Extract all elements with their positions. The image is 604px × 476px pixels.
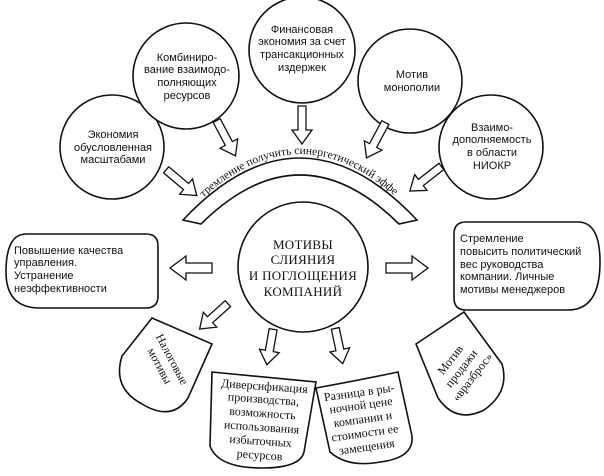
arrow-center-to-right [385,254,430,282]
center-title: МОТИВЫ СЛИЯНИЯ И ПОГЛОЩЕНИЯ КОМПАНИЙ [248,236,358,299]
label-diversification: Диверсификация производства, возможность… [220,375,309,464]
box-management-quality [5,233,159,309]
arrow-center-to-left [168,254,213,282]
arrow-center-to-tax [198,299,232,330]
label-resource-combination: Комбиниро- вание взаимодо- полняющих рес… [144,51,230,102]
label-rnd-complementarity: Взаимо- дополняемость в области НИОКР [452,121,532,172]
box-political-weight [453,221,601,311]
circle-scale-economy [59,94,165,200]
center-circle [237,201,369,333]
circle-resource-combination [132,22,240,130]
circle-monopoly-motive [357,28,463,134]
arrow-center-to-diversification [258,327,281,366]
arrow-financial-to-arc [290,105,314,146]
shape-tax-motives [118,317,214,413]
arrow-combination-to-arc [212,117,239,157]
arrow-scale-to-arc [162,165,198,197]
label-price-gap: Разница в ры- ночной цене компании и сто… [322,379,400,458]
arrow-rnd-to-arc [408,162,445,192]
label-management-quality: Повышение качества управления. Устранени… [14,244,124,295]
label-political-weight: Стремление повысить политический вес рук… [460,233,582,296]
shape-diversification [209,371,317,469]
circle-financial-economy [248,0,356,104]
label-financial-economy: Финансовая экономия за счет трансакционн… [258,23,346,74]
synergy-arc [181,157,419,225]
label-monopoly-motive: Мотив монополии [383,69,441,94]
shape-price-gap [315,371,413,465]
label-scale-economy: Экономия обусловленная масштабами [73,129,153,167]
circle-rnd-complementarity [438,94,544,200]
arrow-center-to-price-gap [328,326,351,365]
shape-scatter-sale [415,310,505,416]
arrow-monopoly-to-arc [363,119,390,159]
